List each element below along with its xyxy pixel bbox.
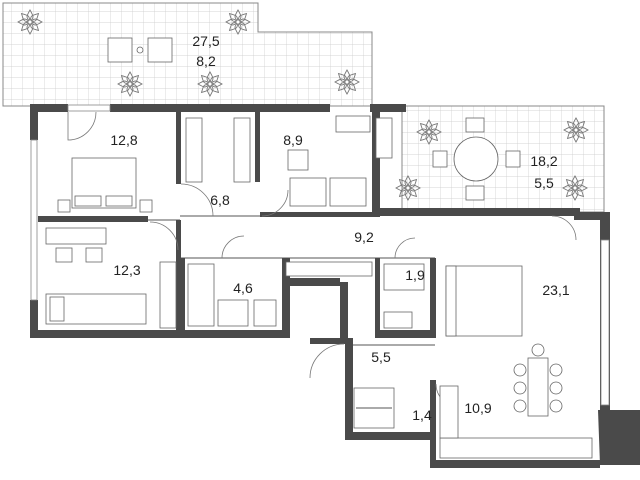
bathroom-1-furniture [287, 115, 393, 207]
storage-furniture [353, 387, 395, 429]
area2-terrace-top: 8,2 [196, 53, 216, 69]
area-dressing: 6,8 [210, 192, 230, 208]
area-storage: 1,4 [412, 407, 432, 423]
windows [30, 104, 610, 406]
area-wc: 1,9 [405, 267, 425, 283]
area-bedroom-2: 12,3 [113, 262, 140, 278]
area-corridor: 9,2 [354, 229, 374, 245]
corridor-radiator [285, 261, 373, 277]
terrace-right-furniture [395, 117, 589, 201]
wc-furniture [383, 263, 425, 329]
area-kitchen: 10,9 [464, 400, 491, 416]
area-terrace-right: 18,2 [530, 153, 557, 169]
area-labels: 27,5 8,2 18,2 5,5 12,8 6,8 8,9 9,2 12,3 … [110, 33, 569, 423]
area-terrace-top: 27,5 [192, 33, 219, 49]
area-living: 23,1 [542, 282, 569, 298]
area-bathroom-1: 8,9 [283, 132, 303, 148]
bedroom-2-furniture [45, 227, 177, 329]
living-furniture [445, 265, 563, 417]
bathroom-2-furniture [187, 263, 277, 327]
area-bathroom-2: 4,6 [233, 280, 253, 296]
terrace-top [2, 2, 373, 107]
area-bedroom-1: 12,8 [110, 132, 137, 148]
terrace-top-furniture [17, 9, 360, 97]
area2-terrace-right: 5,5 [534, 175, 554, 191]
area-hall: 5,5 [371, 349, 391, 365]
kitchen-furniture [439, 385, 593, 459]
bedroom-1-furniture [57, 117, 251, 213]
